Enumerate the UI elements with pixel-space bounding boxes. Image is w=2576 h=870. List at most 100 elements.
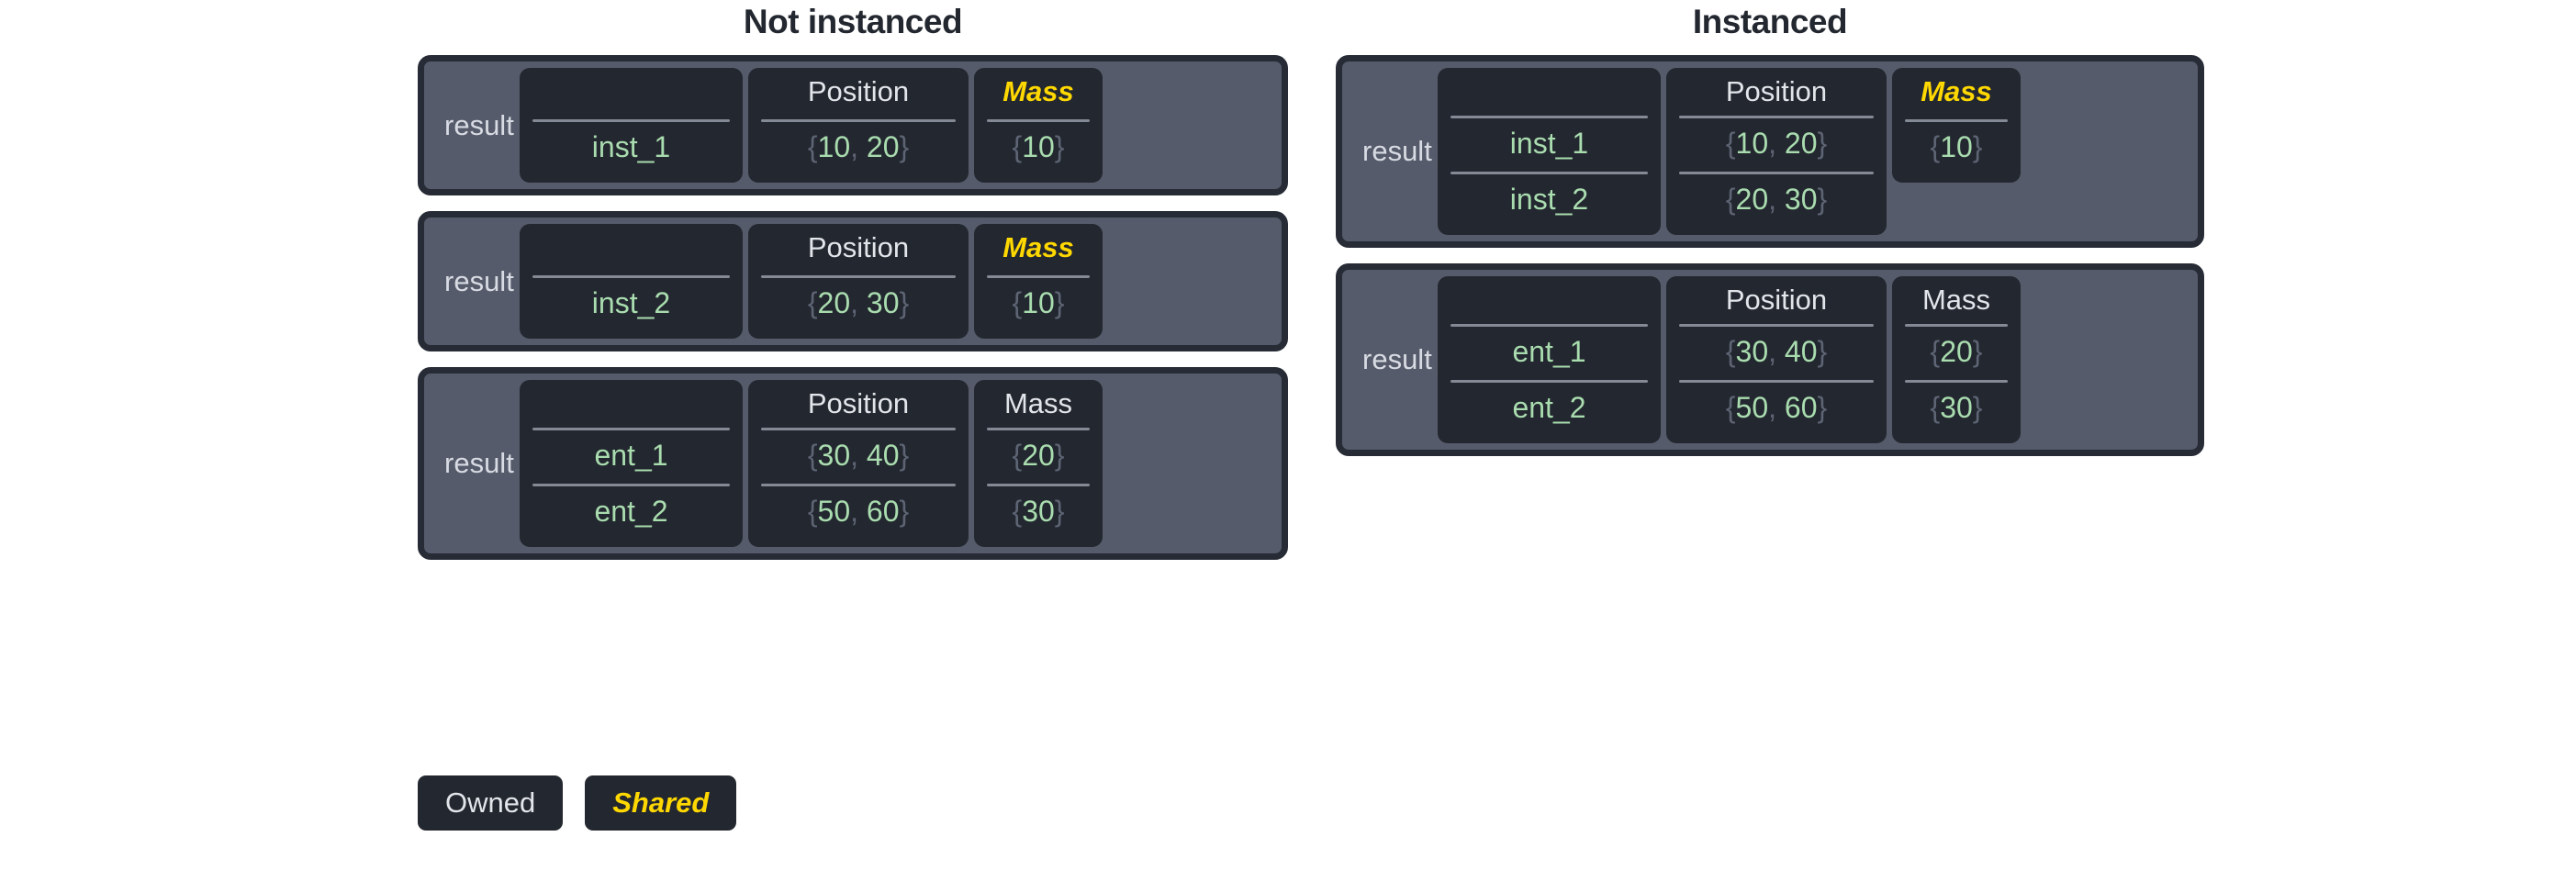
field-value-cell: {30, 40}: [1725, 335, 1828, 368]
field-column-header: [532, 380, 730, 424]
field-column: ent_1 ent_2: [520, 380, 743, 547]
panel-label-result: result: [444, 108, 514, 141]
row-divider: [987, 119, 1090, 122]
field-column-header: Position: [807, 387, 910, 419]
field-column-header: Position: [1725, 284, 1828, 316]
field-column: inst_1: [520, 68, 743, 183]
row-divider: [1450, 380, 1648, 383]
row-divider: [1679, 116, 1874, 118]
field-column: inst_2: [520, 224, 743, 339]
row-divider: [1450, 324, 1648, 327]
field-value-cell: {10}: [1012, 286, 1065, 319]
row-divider: [761, 119, 956, 122]
field-value-cell: {50, 60}: [1725, 391, 1828, 424]
field-column-group: ent_1 ent_2 Position {30, 40} {50, 60} Mass {2…: [1438, 270, 2198, 450]
row-divider: [1905, 119, 2008, 122]
field-column-header: Mass: [1002, 75, 1074, 107]
row-divider: [761, 484, 956, 486]
field-value-cell: {20}: [1930, 335, 1983, 368]
field-column: Mass {20} {30}: [1892, 276, 2021, 443]
field-value-cell: inst_1: [1509, 127, 1589, 160]
field-column-header: Position: [807, 231, 910, 263]
field-column-header: Position: [807, 75, 910, 107]
field-value-cell: ent_1: [1512, 335, 1586, 368]
field-value-cell: inst_2: [591, 286, 671, 319]
field-value-cell: {30}: [1012, 495, 1065, 528]
row-divider: [1679, 324, 1874, 327]
result-panel: result inst_1 inst_2 Position {10, 20} {20, …: [1336, 55, 2204, 248]
field-value-cell: ent_1: [594, 439, 668, 472]
row-divider: [532, 484, 730, 486]
panel-label-result: result: [1362, 135, 1432, 167]
field-column-group: inst_2 Position {20, 30} Mass {10}: [520, 218, 1282, 345]
field-column: Mass {10}: [974, 224, 1103, 339]
row-divider: [1679, 380, 1874, 383]
result-panel: result ent_1 ent_2 Position {30, 40} {50, 60…: [1336, 263, 2204, 456]
field-column: Mass {10}: [974, 68, 1103, 183]
legend-chip-shared[interactable]: Shared: [585, 775, 737, 831]
field-column: Mass {20} {30}: [974, 380, 1103, 547]
panel-label-result: result: [444, 264, 514, 297]
row-divider: [761, 428, 956, 430]
field-value-cell: {20, 30}: [1725, 183, 1828, 216]
field-column: Mass {10}: [1892, 68, 2021, 183]
panel-label-result: result: [1362, 343, 1432, 375]
row-divider: [1905, 324, 2008, 327]
result-panel: result inst_1 Position {10, 20} Mass {10}: [418, 55, 1288, 195]
row-divider: [532, 119, 730, 122]
field-column: Position {10, 20} {20, 30}: [1666, 68, 1887, 235]
field-column: Position {20, 30}: [748, 224, 969, 339]
field-value-cell: {10}: [1012, 130, 1065, 163]
field-column-header: Mass: [1002, 231, 1074, 263]
field-column-header: [1450, 68, 1648, 112]
field-value-cell: {30, 40}: [807, 439, 910, 472]
field-value-cell: {20}: [1012, 439, 1065, 472]
field-column-header: [1450, 276, 1648, 320]
field-column-header: [532, 68, 730, 116]
row-divider: [761, 275, 956, 278]
field-column-header: Mass: [1921, 284, 1991, 316]
field-column-group: inst_1 inst_2 Position {10, 20} {20, 30} Mass…: [1438, 61, 2198, 241]
row-divider: [1450, 116, 1648, 118]
field-value-cell: ent_2: [594, 495, 668, 528]
field-column: ent_1 ent_2: [1438, 276, 1661, 443]
row-divider: [1679, 172, 1874, 174]
result-panel: result inst_2 Position {20, 30} Mass {10}: [418, 211, 1288, 351]
field-column: Position {10, 20}: [748, 68, 969, 183]
field-value-cell: ent_2: [1512, 391, 1586, 424]
panel-label-result: result: [444, 447, 514, 479]
field-column-header: Mass: [1921, 75, 1992, 107]
row-divider: [532, 428, 730, 430]
field-value-cell: {10, 20}: [1725, 127, 1828, 160]
field-value-cell: {10}: [1930, 130, 1983, 163]
row-divider: [987, 484, 1090, 486]
field-column-header: Position: [1725, 75, 1828, 107]
row-divider: [987, 275, 1090, 278]
row-divider: [532, 275, 730, 278]
row-divider: [1905, 380, 2008, 383]
field-value-cell: {50, 60}: [807, 495, 910, 528]
field-column: inst_1 inst_2: [1438, 68, 1661, 235]
field-value-cell: inst_2: [1509, 183, 1589, 216]
column-title-instanced: Instanced: [1692, 3, 1848, 40]
field-value-cell: {30}: [1930, 391, 1983, 424]
field-value-cell: {10, 20}: [807, 130, 910, 163]
field-column: Position {30, 40} {50, 60}: [1666, 276, 1887, 443]
field-column-header: [532, 224, 730, 272]
result-panel: result ent_1 ent_2 Position {30, 40} {50, 60…: [418, 367, 1288, 560]
field-column-header: Mass: [1003, 387, 1073, 419]
legend: Owned Shared: [418, 775, 737, 831]
row-divider: [1450, 172, 1648, 174]
column-title-not-instanced: Not instanced: [743, 3, 963, 40]
field-value-cell: inst_1: [591, 130, 671, 163]
field-column-group: inst_1 Position {10, 20} Mass {10}: [520, 61, 1282, 189]
legend-chip-owned[interactable]: Owned: [418, 775, 564, 831]
row-divider: [987, 428, 1090, 430]
field-value-cell: {20, 30}: [807, 286, 910, 319]
field-column-group: ent_1 ent_2 Position {30, 40} {50, 60} Mass {2…: [520, 374, 1282, 553]
field-column: Position {30, 40} {50, 60}: [748, 380, 969, 547]
